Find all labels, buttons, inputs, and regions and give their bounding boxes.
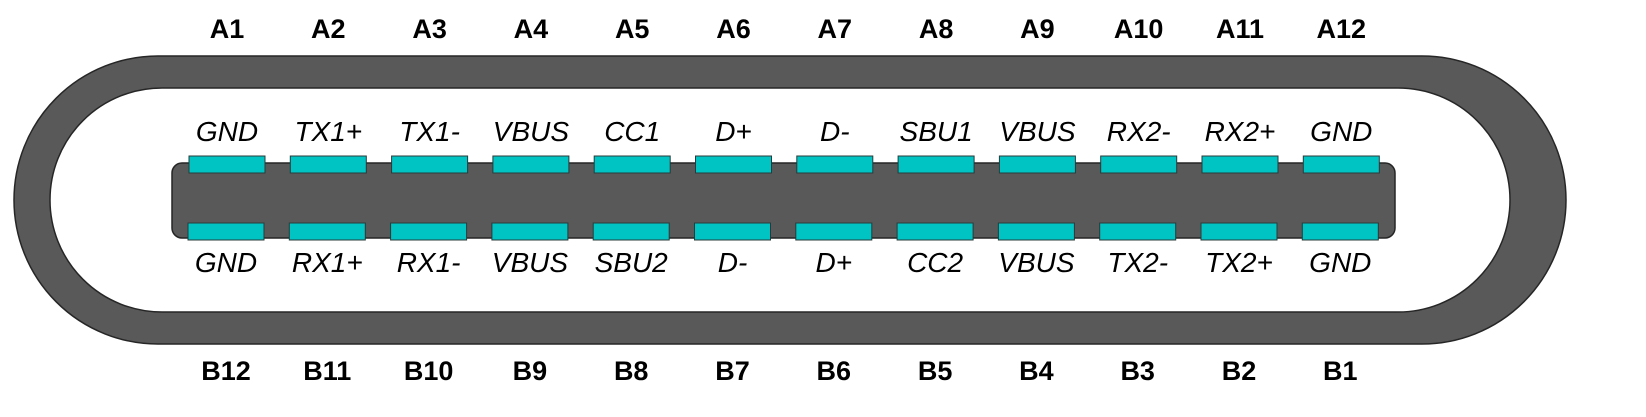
row-b-pin-numbers: B12 B11 B10 B9 B8 B7 B6 B5 B4 B3 B2 B1 bbox=[201, 356, 1357, 386]
pins-row-b bbox=[187, 222, 1379, 241]
pin-contact-b5 bbox=[896, 222, 974, 241]
signal-label-b4: VBUS bbox=[998, 247, 1075, 278]
signal-label-a5: CC1 bbox=[604, 116, 660, 147]
pin-contact-b8 bbox=[592, 222, 670, 241]
pin-contact-a6 bbox=[695, 155, 772, 174]
signal-label-b7: D- bbox=[718, 247, 748, 278]
pin-number-a3: A3 bbox=[412, 14, 447, 44]
signal-label-b10: RX1- bbox=[397, 247, 461, 278]
pin-number-a6: A6 bbox=[716, 14, 751, 44]
signal-label-b5: CC2 bbox=[907, 247, 963, 278]
pin-number-a5: A5 bbox=[615, 14, 650, 44]
signal-label-b6: D+ bbox=[816, 247, 853, 278]
pin-contact-b6 bbox=[795, 222, 873, 241]
pin-contact-b1 bbox=[1301, 222, 1379, 241]
pin-number-b5: B5 bbox=[918, 356, 953, 386]
pin-number-b9: B9 bbox=[513, 356, 548, 386]
pin-number-b8: B8 bbox=[614, 356, 649, 386]
pin-number-b2: B2 bbox=[1222, 356, 1257, 386]
pin-contact-a9 bbox=[998, 155, 1076, 174]
signal-label-b9: VBUS bbox=[492, 247, 569, 278]
signal-label-a2: TX1+ bbox=[294, 116, 362, 147]
pin-contact-b10 bbox=[390, 222, 468, 241]
signal-label-a7: D- bbox=[820, 116, 850, 147]
signal-label-a1: GND bbox=[196, 116, 258, 147]
signal-label-a11: RX2+ bbox=[1205, 116, 1276, 147]
pin-contact-a5 bbox=[593, 155, 671, 174]
pin-number-a9: A9 bbox=[1020, 14, 1055, 44]
pin-number-b12: B12 bbox=[201, 356, 251, 386]
pin-contact-a11 bbox=[1201, 155, 1279, 174]
pin-contact-b7 bbox=[694, 222, 771, 241]
pin-contact-a1 bbox=[188, 155, 266, 174]
signal-label-a6: D+ bbox=[715, 116, 752, 147]
pin-contact-b3 bbox=[1099, 222, 1177, 241]
pin-number-b6: B6 bbox=[817, 356, 852, 386]
pin-contact-a4 bbox=[492, 155, 570, 174]
pin-number-a10: A10 bbox=[1114, 14, 1164, 44]
connector-tongue bbox=[171, 162, 1396, 239]
pin-number-b3: B3 bbox=[1120, 356, 1155, 386]
pin-contact-b2 bbox=[1200, 222, 1278, 241]
pin-number-b7: B7 bbox=[715, 356, 750, 386]
pin-contact-a2 bbox=[289, 155, 367, 174]
pin-number-a12: A12 bbox=[1317, 14, 1367, 44]
pin-contact-a12 bbox=[1302, 155, 1380, 174]
pin-contact-b9 bbox=[491, 222, 569, 241]
row-a-pin-numbers: A1 A2 A3 A4 A5 A6 A7 A8 A9 A10 A11 A12 bbox=[210, 14, 1366, 44]
pin-contact-a7 bbox=[796, 155, 874, 174]
pin-number-a8: A8 bbox=[919, 14, 954, 44]
pin-number-b10: B10 bbox=[404, 356, 454, 386]
row-b-signal-names: GND RX1+ RX1- VBUS SBU2 D- D+ CC2 VBUS TX2- TX2+ GN… bbox=[195, 247, 1372, 278]
pin-contact-a3 bbox=[391, 155, 469, 174]
signal-label-b11: RX1+ bbox=[292, 247, 363, 278]
signal-label-a12: GND bbox=[1310, 116, 1372, 147]
pin-contact-b12 bbox=[187, 222, 265, 241]
signal-label-b12: GND bbox=[195, 247, 257, 278]
signal-label-a10: RX2- bbox=[1107, 116, 1171, 147]
signal-label-a4: VBUS bbox=[493, 116, 570, 147]
pin-contact-a8 bbox=[897, 155, 975, 174]
pin-number-a1: A1 bbox=[210, 14, 245, 44]
pin-number-a4: A4 bbox=[514, 14, 549, 44]
signal-label-b2: TX2+ bbox=[1205, 247, 1273, 278]
pin-contact-a10 bbox=[1100, 155, 1178, 174]
signal-label-b3: TX2- bbox=[1107, 247, 1168, 278]
pin-number-b1: B1 bbox=[1323, 356, 1358, 386]
signal-label-b8: SBU2 bbox=[595, 247, 669, 278]
pin-contact-b11 bbox=[288, 222, 366, 241]
pin-number-a7: A7 bbox=[818, 14, 853, 44]
signal-label-b1: GND bbox=[1309, 247, 1371, 278]
pin-contact-b4 bbox=[997, 222, 1075, 241]
signal-label-a8: SBU1 bbox=[900, 116, 973, 147]
row-a-signal-names: GND TX1+ TX1- VBUS CC1 D+ D- SBU1 VBUS RX2- RX2+ GN… bbox=[196, 116, 1373, 147]
signal-label-a3: TX1- bbox=[399, 116, 460, 147]
pin-number-b11: B11 bbox=[303, 356, 351, 386]
pins-row-a bbox=[188, 155, 1380, 174]
pin-number-b4: B4 bbox=[1019, 356, 1054, 386]
pin-number-a11: A11 bbox=[1216, 14, 1264, 44]
pin-number-a2: A2 bbox=[311, 14, 346, 44]
signal-label-a9: VBUS bbox=[999, 116, 1076, 147]
